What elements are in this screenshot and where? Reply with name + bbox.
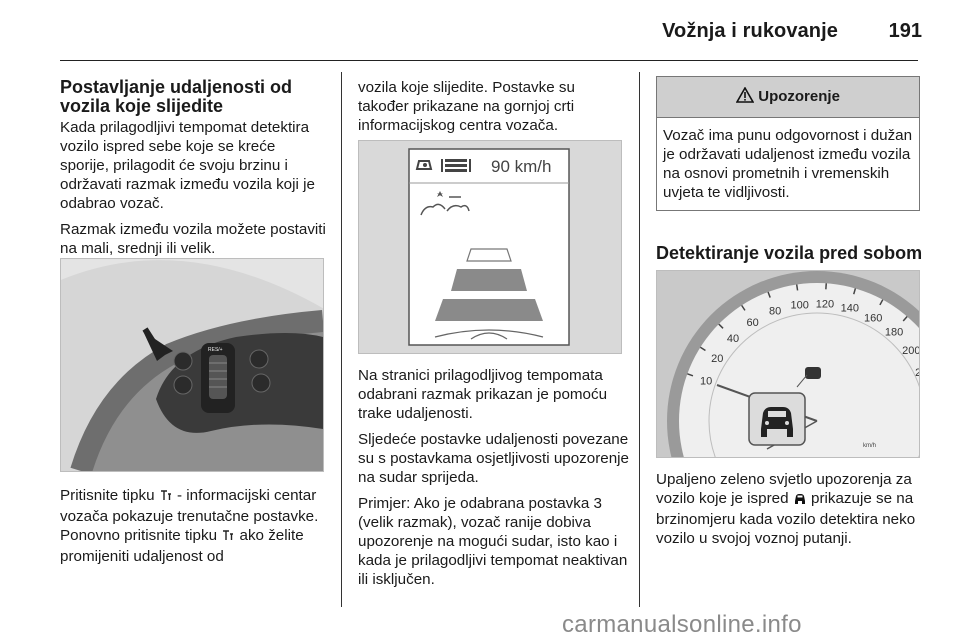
column-3-bottom: Upaljeno zeleno svjetlo upozorenja za vo… bbox=[656, 470, 924, 555]
vehicle-ahead-indicator-icon bbox=[805, 367, 821, 379]
gauge-tick bbox=[718, 323, 724, 329]
car-front-icon bbox=[793, 491, 807, 510]
gauge-tick-label: 60 bbox=[746, 317, 758, 329]
paragraph: Razmak između vozila možete postaviti na… bbox=[60, 221, 326, 257]
gauge-tick bbox=[687, 373, 694, 377]
gauge-tick-label: 80 bbox=[769, 306, 781, 318]
watermark: carmanualsonline.info bbox=[562, 611, 802, 638]
column-divider-1 bbox=[341, 72, 342, 607]
steering-wheel-illustration: RES/+ bbox=[60, 258, 324, 472]
gauge-tick-label: 200 bbox=[902, 345, 919, 357]
section-heading-distance: Postavljanje udaljenosti od vozila koje … bbox=[60, 77, 293, 116]
header-rule bbox=[60, 60, 918, 61]
gauge-tick bbox=[853, 288, 857, 295]
acc-icon bbox=[415, 160, 433, 170]
paragraph-part: Upaljeno zeleno svjetlo upozorenja za vo… bbox=[656, 471, 912, 507]
column-2-top: vozila koje slijedite. Postavke su takođ… bbox=[358, 78, 628, 142]
gauge-tick-label: 160 bbox=[864, 312, 882, 324]
driver-info-display-illustration: 90 km/h bbox=[358, 140, 622, 354]
column-3-heading: Detektiranje vozila pred sobom bbox=[656, 244, 926, 263]
column-2-bottom: Na stranici prilagodljivog tempomata oda… bbox=[358, 366, 630, 596]
paragraph: Sljedeće postavke udaljenosti povezane s… bbox=[358, 431, 629, 486]
distance-button-icon bbox=[221, 528, 235, 547]
gauge-tick-label: 120 bbox=[816, 298, 834, 310]
paragraph-part: Pritisnite tipku bbox=[60, 487, 155, 504]
gauge-tick bbox=[767, 291, 771, 298]
gauge-tick-label: 40 bbox=[727, 333, 739, 345]
section-heading-detection: Detektiranje vozila pred sobom bbox=[656, 243, 923, 263]
column-1: Postavljanje udaljenosti od vozila koje … bbox=[60, 78, 328, 265]
column-1-lower: Pritisnite tipku - informacijski centar … bbox=[60, 486, 332, 573]
display-speed: 90 km/h bbox=[491, 157, 551, 176]
paragraph: Primjer: Ako je odabrana postavka 3 (vel… bbox=[358, 495, 628, 588]
gauge-tick-label: 180 bbox=[885, 327, 903, 339]
gauge-tick bbox=[699, 346, 706, 352]
gauge-scale: 1020406080100120140160180200220240260 bbox=[687, 283, 919, 388]
gauge-tick-label: 10 bbox=[700, 376, 712, 388]
gauge-tick-label: 140 bbox=[841, 303, 859, 315]
distance-bars-icon bbox=[441, 159, 471, 172]
gauge-tick bbox=[741, 304, 746, 311]
gauge-unit-label: km/h bbox=[863, 443, 876, 449]
gauge-tick bbox=[902, 315, 908, 322]
vehicle-ahead-distance-icon bbox=[420, 191, 470, 216]
paragraph-part: - informacijski centar vozača pokazuje t… bbox=[60, 487, 319, 544]
page-number: 191 bbox=[888, 20, 922, 42]
speedometer-illustration: 1020406080100120140160180200220240260 km… bbox=[656, 270, 920, 458]
distance-button-icon bbox=[159, 488, 173, 507]
gauge-tick-label: 100 bbox=[790, 299, 808, 311]
car-front-icon bbox=[761, 407, 793, 437]
gauge-tick-label: 20 bbox=[711, 353, 723, 365]
chapter-title: Vožnja i rukovanje bbox=[662, 20, 838, 42]
warning-box: Upozorenje Vozač ima punu odgovornost i … bbox=[656, 76, 920, 211]
gauge-tick bbox=[795, 284, 799, 291]
gauge-tick-label: 220 bbox=[915, 367, 919, 379]
column-divider-2 bbox=[639, 72, 640, 607]
paragraph: Kada prilagodljivi tempomat detektira vo… bbox=[60, 119, 315, 212]
warning-title: Upozorenje bbox=[758, 88, 840, 105]
paragraph-part: ako želite promijeniti udaljenost od bbox=[60, 527, 304, 565]
warning-header: Upozorenje bbox=[657, 77, 919, 118]
paragraph: vozila koje slijedite. Postavke su takođ… bbox=[358, 79, 575, 134]
res-label: RES/+ bbox=[208, 347, 223, 353]
gauge-tick bbox=[879, 299, 884, 306]
paragraph-part: prikazuje se na brzinomjeru kada vozilo … bbox=[656, 490, 916, 547]
warning-triangle-icon bbox=[735, 79, 755, 119]
warning-text: Vozač ima punu odgovornost i dužan je od… bbox=[663, 127, 913, 201]
paragraph: Na stranici prilagodljivog tempomata oda… bbox=[358, 367, 608, 422]
